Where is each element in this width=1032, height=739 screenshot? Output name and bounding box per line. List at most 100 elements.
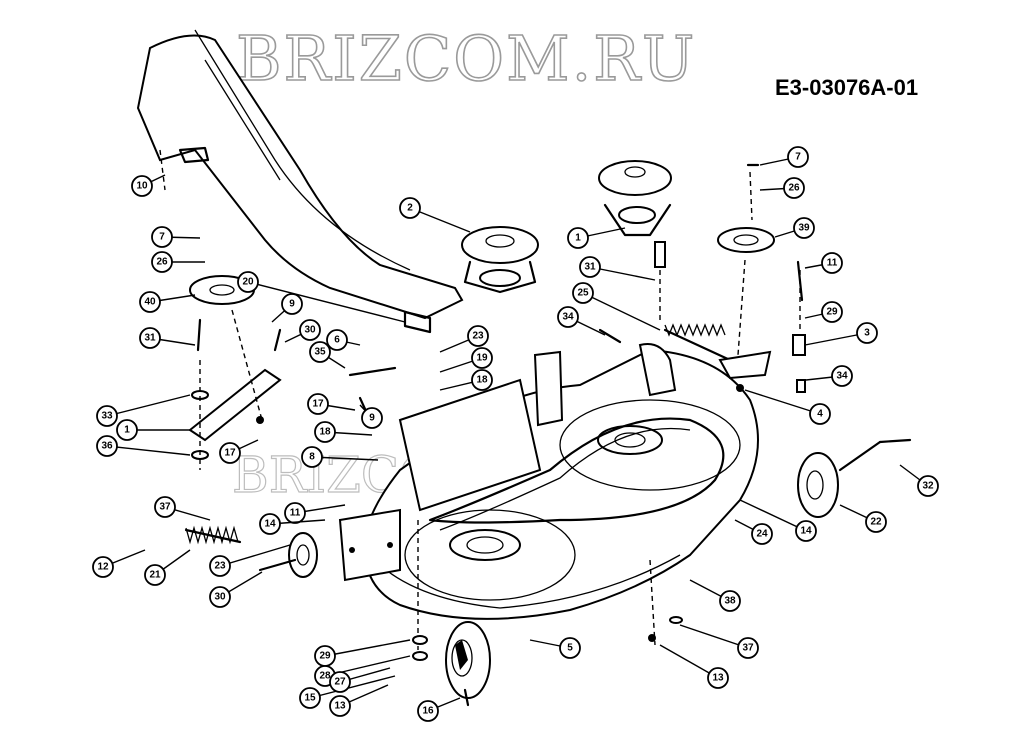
part-callout-14: 14 [259,513,326,535]
callout-number: 3 [864,328,870,339]
callout-circle [329,671,351,693]
part-callout-34: 34 [805,365,853,387]
part-callout-29: 29 [804,301,843,323]
callout-circle [209,586,231,608]
callout-number: 15 [304,693,316,704]
callout-circle [793,217,815,239]
part-callout-26: 26 [759,177,805,199]
callout-number: 30 [214,592,226,603]
part-callout-13: 13 [659,644,729,689]
part-callout-14: 14 [739,499,817,542]
callout-number: 26 [156,257,168,268]
callout-layer: 1027264020930635313313617179188371114122… [92,146,939,722]
part-callout-38: 38 [689,579,741,612]
callout-number: 21 [149,570,161,581]
part-callout-31: 31 [579,256,656,281]
callout-circle [572,282,594,304]
mower-deck [338,343,759,620]
callout-number: 4 [817,409,823,420]
pulley-2 [461,226,539,294]
callout-number: 33 [101,411,113,422]
watermark-top: BRIZCOM.RU [236,22,696,95]
callout-number: 16 [422,706,434,717]
wheel-left [258,532,318,578]
callout-circle [96,435,118,457]
part-callout-19: 19 [439,347,493,373]
discharge-chute [136,29,464,334]
part-callout-23: 23 [439,325,489,353]
callout-circle [237,271,259,293]
callout-number: 31 [144,333,156,344]
part-callout-4: 4 [744,389,831,425]
part-callout-27: 27 [329,667,391,693]
callout-circle [154,496,176,518]
callout-leader [247,281,406,323]
callout-number: 20 [242,277,254,288]
callout-circle [309,341,331,363]
callout-circle [96,405,118,427]
callout-circle [326,329,348,351]
part-callout-17: 17 [307,393,356,415]
callout-number: 12 [97,562,109,573]
callout-circle [259,513,281,535]
callout-circle [787,146,809,168]
callout-number: 37 [159,502,171,513]
callout-number: 7 [795,152,801,163]
part-callout-29: 29 [314,639,411,667]
callout-number: 39 [798,223,810,234]
part-callout-2: 2 [399,197,471,233]
callout-circle [707,667,729,689]
callout-circle [917,475,939,497]
callout-circle [361,407,383,429]
callout-leader [659,644,719,679]
part-callout-9: 9 [359,404,383,429]
callout-leader [219,544,291,567]
part-callout-9: 9 [271,293,303,323]
callout-number: 24 [756,529,768,540]
callout-number: 1 [575,233,581,244]
part-callout-32: 32 [899,464,939,497]
callout-circle [399,197,421,219]
part-callout-1: 1 [116,419,190,441]
callout-number: 9 [289,299,295,310]
callout-number: 18 [476,375,488,386]
part-callout-37: 37 [154,496,211,521]
part-callout-18: 18 [439,369,493,391]
callout-number: 13 [712,673,724,684]
callout-circle [579,256,601,278]
callout-number: 7 [159,232,165,243]
callout-number: 34 [562,312,574,323]
callout-circle [116,419,138,441]
callout-number: 6 [334,335,340,346]
part-callout-8: 8 [301,446,379,468]
wheel-front [445,621,491,699]
part-callout-1: 1 [567,227,626,249]
callout-number: 23 [472,331,484,342]
part-callout-39: 39 [774,217,815,239]
callout-number: 13 [334,701,346,712]
callout-circle [737,637,759,659]
callout-circle [299,319,321,341]
callout-number: 34 [836,371,848,382]
part-callout-37: 37 [679,624,759,659]
callout-circle [856,322,878,344]
part-callout-23: 23 [209,544,291,577]
part-callout-6: 6 [326,329,361,351]
callout-circle [209,555,231,577]
callout-number: 25 [577,288,589,299]
callout-leader [679,624,749,649]
callout-circle [281,293,303,315]
callout-number: 9 [369,413,375,424]
callout-circle [144,564,166,586]
callout-number: 26 [788,183,800,194]
callout-circle [329,695,351,717]
callout-number: 11 [827,258,838,269]
part-callout-15: 15 [299,675,396,709]
callout-number: 14 [800,526,812,537]
part-callout-13: 13 [329,684,389,717]
callout-circle [821,301,843,323]
callout-circle [557,306,579,328]
callout-number: 17 [312,399,324,410]
callout-number: 37 [742,643,754,654]
callout-number: 23 [214,561,226,572]
